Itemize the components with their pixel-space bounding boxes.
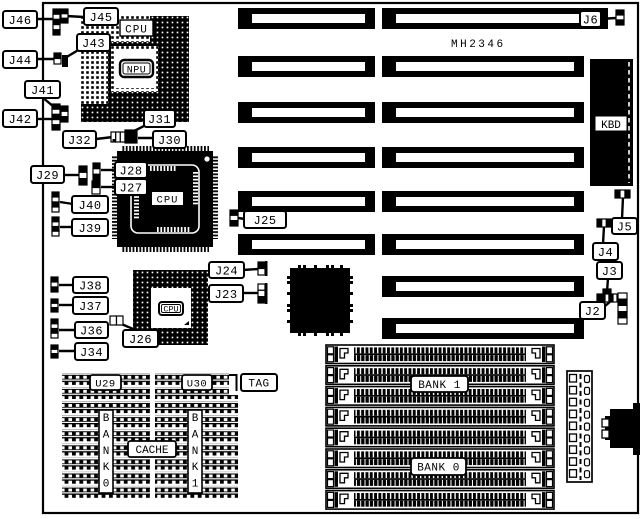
svg-text:B: B: [103, 413, 110, 425]
svg-text:0: 0: [103, 479, 110, 491]
svg-text:J46: J46: [8, 14, 31, 28]
svg-text:J44: J44: [8, 54, 31, 68]
svg-text:CACHE: CACHE: [135, 445, 168, 457]
svg-text:J43: J43: [82, 37, 105, 51]
svg-text:TAG: TAG: [248, 378, 269, 390]
svg-text:N: N: [103, 446, 110, 458]
svg-text:A: A: [192, 429, 199, 441]
svg-text:1: 1: [192, 479, 199, 491]
svg-text:J30: J30: [158, 134, 181, 148]
svg-text:J39: J39: [78, 222, 101, 236]
svg-text:J27: J27: [119, 181, 142, 195]
svg-text:J23: J23: [214, 288, 237, 302]
svg-text:J36: J36: [80, 324, 103, 338]
svg-text:J26: J26: [129, 333, 152, 347]
svg-text:J34: J34: [80, 346, 103, 360]
svg-text:J37: J37: [79, 300, 102, 314]
svg-text:J24: J24: [215, 264, 238, 278]
svg-text:J29: J29: [36, 169, 59, 183]
svg-text:J2: J2: [585, 305, 600, 319]
svg-text:KBD: KBD: [601, 120, 621, 132]
svg-text:CPU: CPU: [125, 24, 148, 36]
svg-text:J41: J41: [31, 84, 54, 98]
svg-text:J32: J32: [68, 134, 91, 148]
svg-text:NPU: NPU: [127, 65, 147, 76]
svg-text:J5: J5: [617, 220, 632, 234]
svg-text:J45: J45: [89, 11, 112, 25]
svg-text:CPU: CPU: [157, 195, 179, 207]
svg-text:J31: J31: [148, 113, 171, 127]
svg-text:J3: J3: [602, 265, 617, 279]
svg-text:CPU: CPU: [163, 305, 178, 315]
svg-text:BANK 0: BANK 0: [417, 462, 460, 474]
svg-text:J38: J38: [79, 279, 102, 293]
svg-text:U30: U30: [187, 378, 207, 390]
svg-text:B: B: [192, 413, 199, 425]
svg-text:A: A: [103, 429, 110, 441]
svg-text:MH2346: MH2346: [451, 39, 506, 51]
svg-text:J6: J6: [583, 13, 598, 27]
svg-text:N: N: [192, 446, 199, 458]
svg-text:J25: J25: [253, 214, 276, 228]
svg-text:K: K: [103, 462, 110, 474]
svg-text:K: K: [192, 462, 199, 474]
svg-text:U29: U29: [95, 378, 115, 390]
svg-text:BANK 1: BANK 1: [418, 380, 461, 392]
svg-text:J4: J4: [598, 246, 613, 260]
svg-text:J40: J40: [78, 199, 101, 213]
svg-text:J28: J28: [119, 164, 142, 178]
svg-text:J42: J42: [8, 113, 31, 127]
